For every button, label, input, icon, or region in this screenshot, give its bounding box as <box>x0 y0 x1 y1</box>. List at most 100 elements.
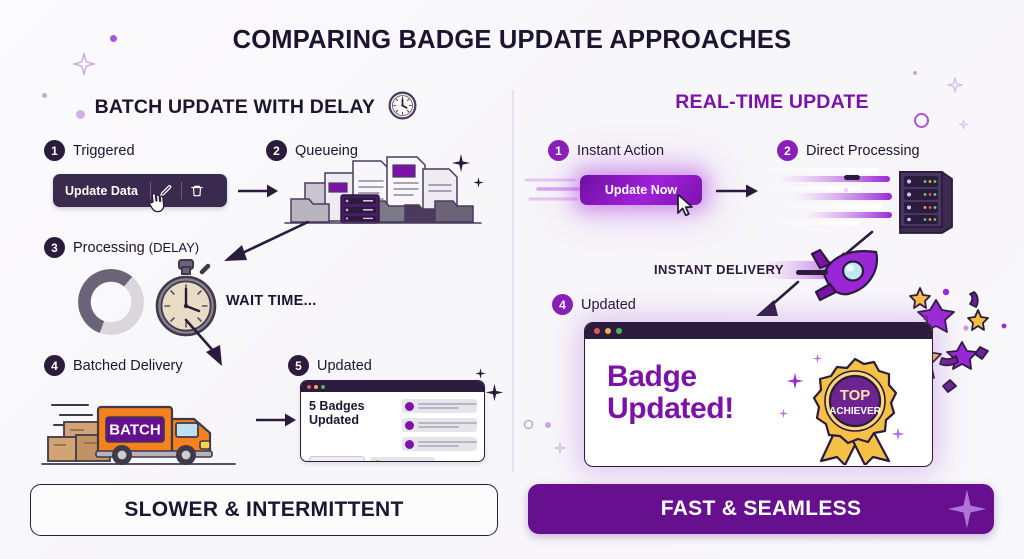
deco-sparkle-icon <box>485 383 504 402</box>
deco-dot <box>545 422 551 428</box>
server-rack-icon <box>899 171 953 234</box>
update-data-label: Update Data <box>65 183 138 198</box>
speed-streaks <box>758 168 892 225</box>
placeholder-lines <box>418 422 477 428</box>
step-number-badge: 2 <box>777 140 798 161</box>
step-number-badge: 1 <box>44 140 65 161</box>
step-label: Direct Processing <box>806 142 920 159</box>
left-step-5: 5 Updated <box>288 355 372 376</box>
left-footer-banner: SLOWER & INTERMITTENT <box>30 484 498 536</box>
step-label: Updated <box>317 357 372 374</box>
update-data-button[interactable]: Update Data <box>53 174 227 207</box>
badge-icon <box>405 420 414 430</box>
delete-button[interactable] <box>182 184 212 198</box>
step-number-badge: 4 <box>44 355 65 376</box>
deco-star-icon <box>959 120 968 129</box>
batch-result-line1: 5 Badges <box>309 399 365 413</box>
card-sparkle-icon <box>812 353 823 364</box>
placeholder-lines <box>418 441 477 447</box>
star-rating: ★★★☆ <box>309 456 365 461</box>
truck-label: BATCH <box>109 422 160 439</box>
window-titlebar <box>301 381 484 392</box>
clock-icon <box>388 91 417 126</box>
left-step-2: 2 Queueing <box>266 140 358 161</box>
left-footer-text: SLOWER & INTERMITTENT <box>124 498 404 521</box>
badge-row <box>402 437 477 451</box>
arrow-step2-to-step3 <box>224 220 310 261</box>
left-heading-text: BATCH UPDATE WITH DELAY <box>94 96 375 118</box>
delay-note: (DELAY) <box>148 239 200 255</box>
wait-time-label: WAIT TIME... <box>226 293 317 309</box>
badge-icon <box>405 401 414 411</box>
window-close-dot <box>594 328 600 334</box>
batch-result-line2: Updated <box>309 413 359 428</box>
badge-row <box>402 399 477 413</box>
badge-row <box>402 418 477 432</box>
step-number-badge: 5 <box>288 355 309 376</box>
arrow-step1-to-step2 <box>238 184 278 198</box>
badge-row-list <box>402 399 477 451</box>
instant-delivery-label: INSTANT DELIVERY <box>654 262 784 277</box>
arrow-step3-to-step4 <box>184 318 222 366</box>
edit-button[interactable] <box>151 184 181 198</box>
left-step-4: 4 Batched Delivery <box>44 355 183 376</box>
step-number-badge: 2 <box>266 140 287 161</box>
realtime-result-title: Badge Updated! <box>607 360 734 426</box>
step-label: Queueing <box>295 142 358 159</box>
step-label: Batched Delivery <box>73 357 183 374</box>
deco-sparkle-icon <box>475 368 486 379</box>
divider <box>180 182 182 199</box>
window-maximize-dot <box>321 384 325 389</box>
step-label: Processing (DELAY) <box>73 240 199 256</box>
deco-star-icon <box>72 52 96 76</box>
window-maximize-dot <box>616 328 622 334</box>
card-sparkle-icon <box>891 427 905 441</box>
deco-ring <box>914 113 929 128</box>
update-now-label: Update Now <box>604 183 678 197</box>
arrow-step4-to-step5 <box>256 413 296 427</box>
right-column-heading: REAL-TIME UPDATE <box>675 91 869 113</box>
badge-icon <box>405 439 414 449</box>
deco-ring <box>524 420 533 429</box>
placeholder-lines <box>418 403 477 409</box>
arrow-rt-step2-to-delivery <box>826 230 874 268</box>
placeholder-lines <box>386 461 435 462</box>
page-title: COMPARING BADGE UPDATE APPROACHES <box>232 26 792 54</box>
hand-cursor-icon <box>146 190 168 220</box>
batch-result-card: 5 Badges Updated ★★★☆ <box>300 380 485 462</box>
deco-star-icon <box>554 442 566 454</box>
step-label: Triggered <box>73 142 135 159</box>
delivery-truck-illustration: BATCH <box>41 404 236 465</box>
footer-sparkle-icon <box>947 489 987 529</box>
medal-bottom-text: ACHIEVER <box>829 406 881 417</box>
medal-icon <box>373 459 382 461</box>
step-label: Updated <box>581 296 636 313</box>
window-titlebar <box>585 323 932 339</box>
deco-dot <box>913 71 917 75</box>
pencil-icon <box>160 184 172 196</box>
step-number-badge: 3 <box>44 237 65 258</box>
divider <box>149 182 151 199</box>
step-label: Instant Action <box>577 142 665 159</box>
realtime-result-line2: Updated! <box>607 392 734 426</box>
top-achiever-medal-icon: TOP ACHIEVER <box>812 357 898 465</box>
arrow-rt-step1-to-step2 <box>716 184 758 198</box>
card-sparkle-icon <box>778 408 789 419</box>
card-sparkle-icon <box>786 372 804 390</box>
batch-result-title: 5 Badges Updated <box>309 399 365 451</box>
trash-icon <box>191 185 203 196</box>
left-step-3: 3 Processing (DELAY) <box>44 237 199 258</box>
window-close-dot <box>307 384 311 389</box>
realtime-result-card: Badge Updated! TOP ACHIEVER <box>584 322 933 467</box>
arrow-delivery-to-result <box>756 280 800 316</box>
medal-top-text: TOP <box>840 387 871 404</box>
right-footer-text: FAST & SEAMLESS <box>660 497 862 520</box>
right-step-1: 1 Instant Action <box>548 140 664 161</box>
arrow-cursor-icon <box>676 193 694 222</box>
step-label-text: Processing <box>73 239 149 256</box>
step-number-badge: 1 <box>548 140 569 161</box>
window-minimize-dot <box>605 328 611 334</box>
medal-row <box>370 457 435 462</box>
loading-spinner-icon <box>78 269 144 335</box>
